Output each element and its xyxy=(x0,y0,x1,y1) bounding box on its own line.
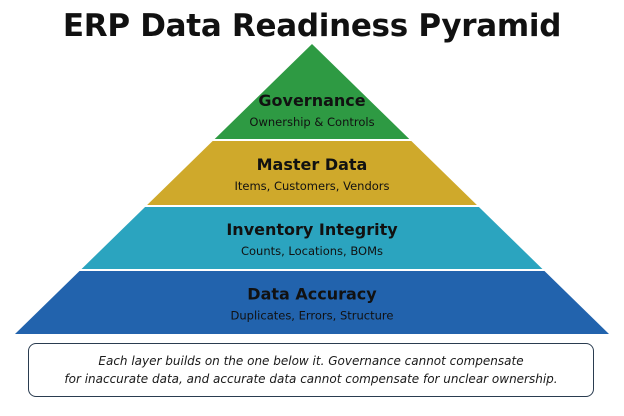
pyramid-layer-shape xyxy=(15,271,609,334)
diagram-title: ERP Data Readiness Pyramid xyxy=(62,8,562,44)
note-box: Each layer builds on the one below it. G… xyxy=(28,343,594,397)
pyramid-layer-shape xyxy=(214,44,410,139)
pyramid-layer-title: Inventory Integrity xyxy=(226,220,398,239)
pyramid-layer-subtitle: Ownership & Controls xyxy=(249,115,374,129)
pyramid-layer-subtitle: Duplicates, Errors, Structure xyxy=(231,309,394,323)
pyramid-layer-shape xyxy=(81,207,543,269)
note-line-2: for inaccurate data, and accurate data c… xyxy=(64,372,558,386)
pyramid-layer-title: Master Data xyxy=(257,155,368,174)
note-line-1: Each layer builds on the one below it. G… xyxy=(98,354,524,368)
pyramid-layer-subtitle: Counts, Locations, BOMs xyxy=(241,244,383,258)
pyramid-layer-title: Governance xyxy=(258,91,365,110)
pyramid-layer-shape xyxy=(147,141,477,205)
pyramid-layer-title: Data Accuracy xyxy=(247,285,377,304)
pyramid-layer-subtitle: Items, Customers, Vendors xyxy=(234,179,389,193)
